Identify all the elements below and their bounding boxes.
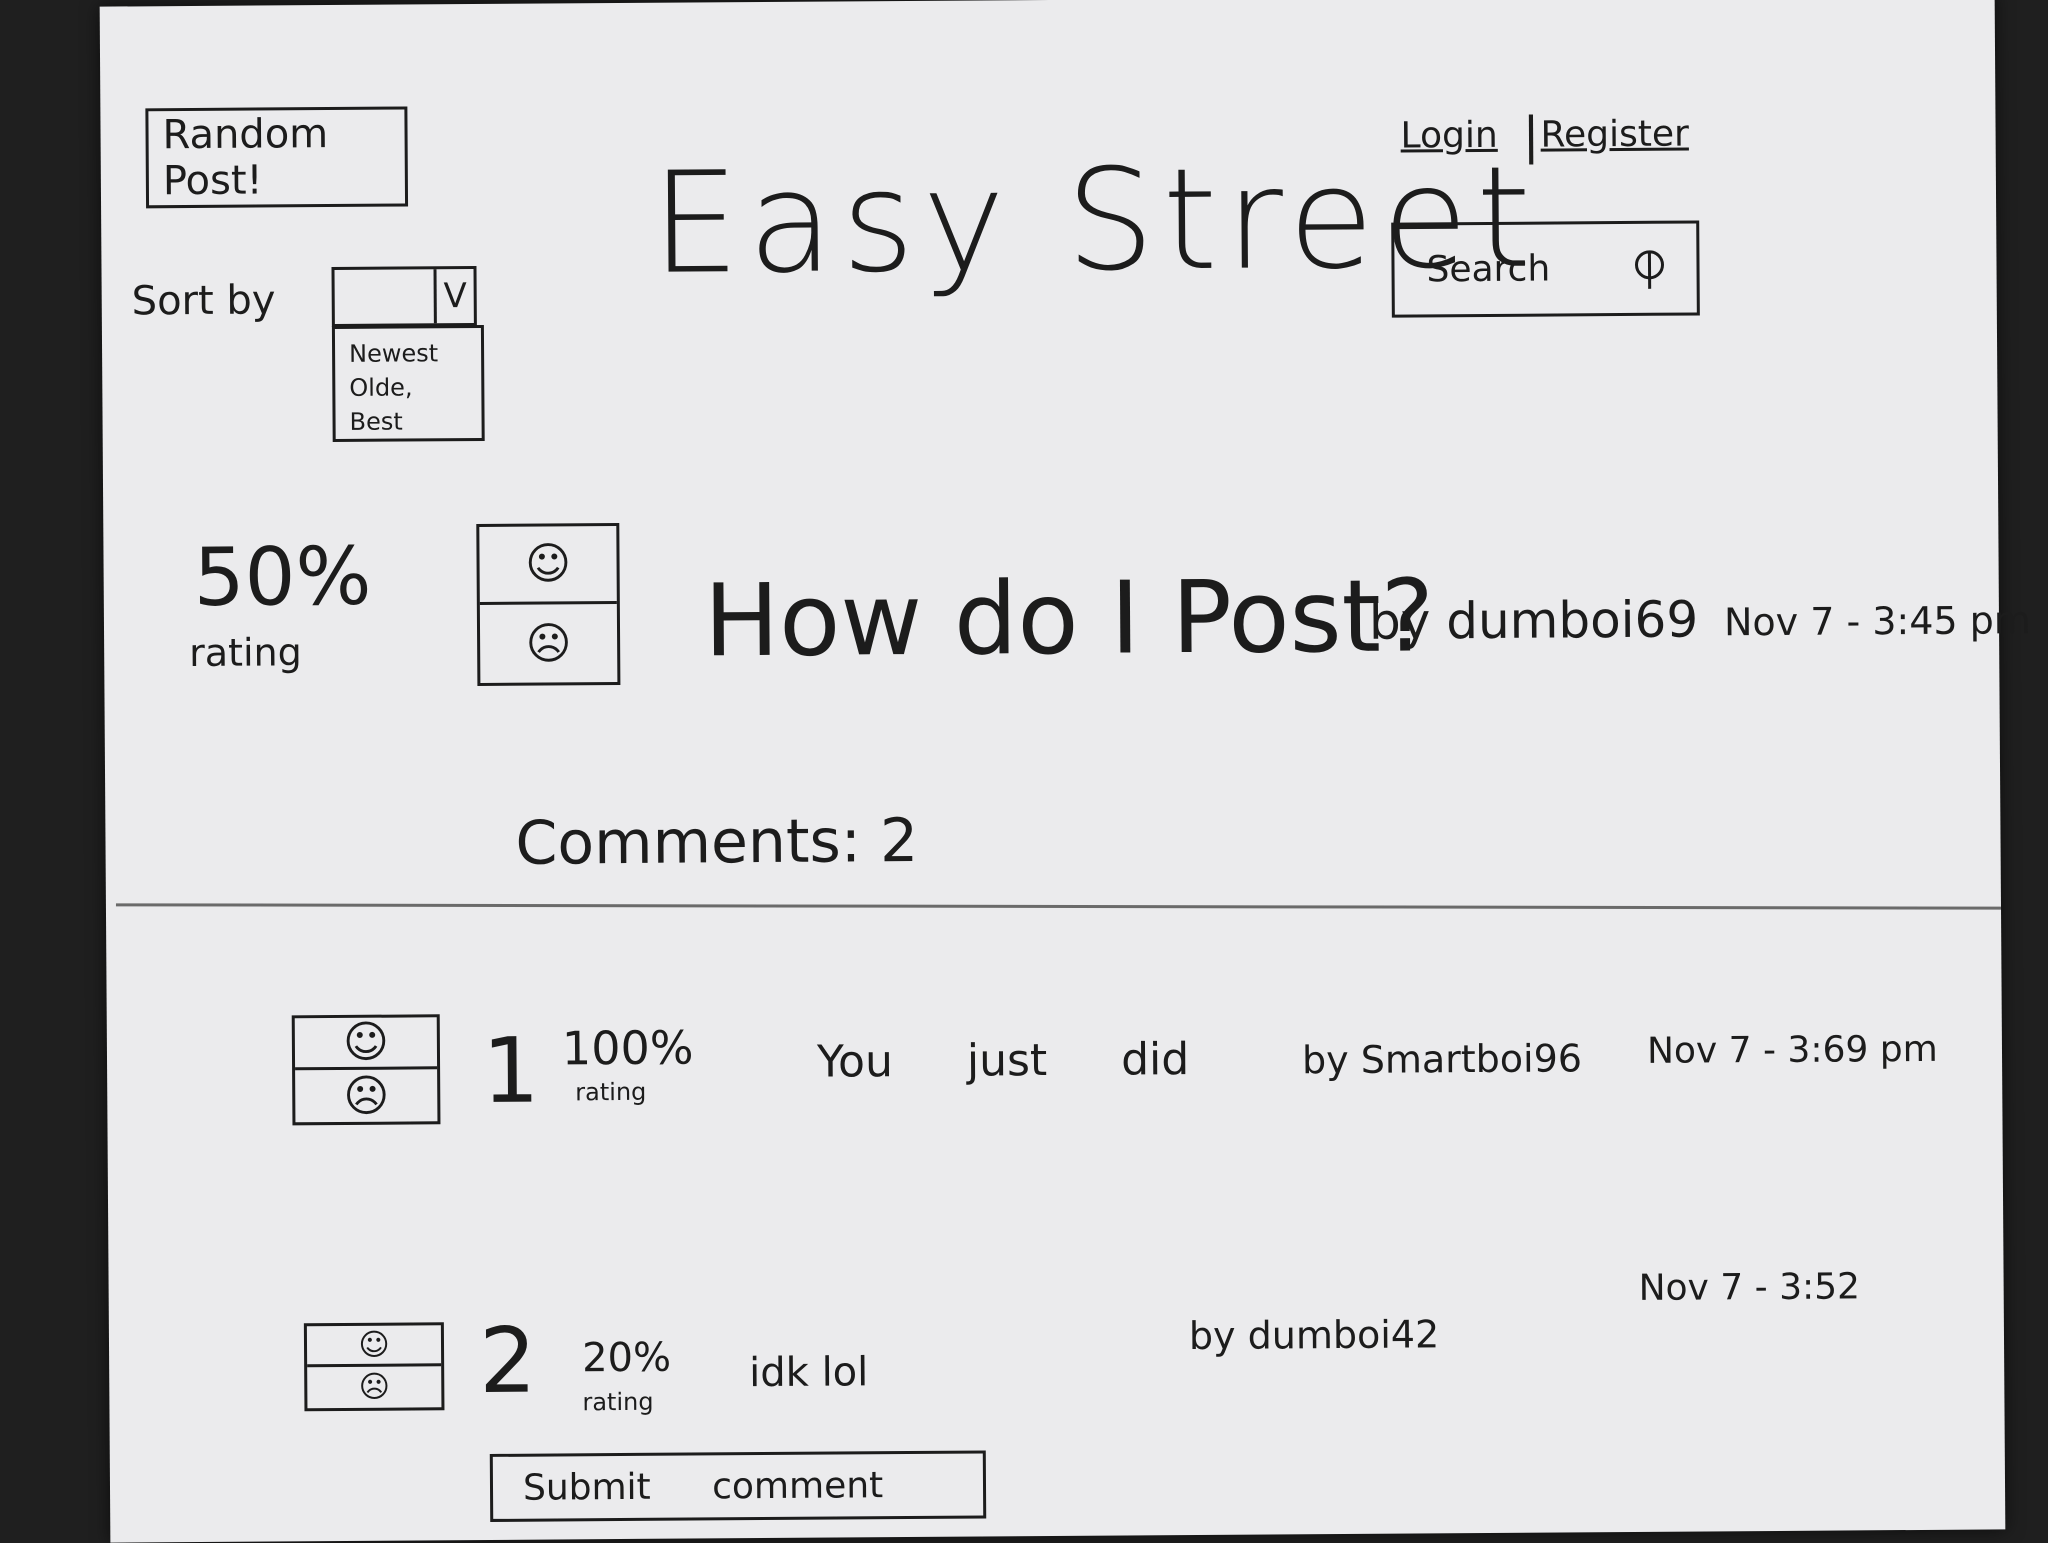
post-author[interactable]: by dumboi69 [1369, 590, 1699, 650]
smiley-icon: ☺ [343, 1017, 389, 1068]
sort-option-best[interactable]: Best [349, 404, 467, 439]
comment-rating-label: rating [575, 1078, 646, 1106]
sort-options-list: Newest Olde, Best [332, 325, 485, 442]
post-rating-label: rating [189, 630, 302, 675]
sort-option-oldest[interactable]: Olde, [349, 370, 467, 405]
search-input[interactable] [1424, 247, 1598, 291]
smiley-icon: ☺ [525, 538, 571, 589]
comment-author[interactable]: by dumboi42 [1189, 1312, 1440, 1358]
upvote-button[interactable]: ☺ [307, 1325, 441, 1367]
submit-comment-button[interactable]: Submit comment [490, 1450, 986, 1521]
sort-dropdown[interactable]: V [331, 266, 476, 327]
comment-number: 1 [482, 1019, 540, 1124]
post-timestamp: Nov 7 - 3:45 pm [1724, 598, 2031, 644]
comment-vote-widget: ☺ ☹ [304, 1322, 445, 1411]
comment-text: idk lol [749, 1349, 868, 1396]
sort-label: Sort by [132, 277, 276, 324]
upvote-button[interactable]: ☺ [479, 526, 617, 605]
comment-author[interactable]: by Smartboi96 [1302, 1036, 1582, 1082]
smiley-icon: ☺ [358, 1327, 390, 1362]
upvote-button[interactable]: ☺ [295, 1017, 437, 1070]
random-post-button[interactable]: Random Post! [145, 106, 408, 208]
post-rating: 50% [193, 530, 371, 624]
comment-timestamp: Nov 7 - 3:69 pm [1647, 1029, 1938, 1072]
comment-number: 2 [479, 1309, 537, 1414]
register-link[interactable]: Register [1540, 114, 1689, 156]
search-icon[interactable] [1632, 246, 1666, 290]
frown-icon: ☹ [359, 1370, 391, 1405]
downvote-button[interactable]: ☹ [295, 1069, 437, 1122]
comment-rating: 20% [582, 1335, 671, 1382]
dropdown-arrow-icon[interactable]: V [434, 269, 474, 323]
login-register-separator: | [1522, 107, 1539, 165]
comments-count: Comments: 2 [515, 806, 918, 879]
divider [116, 903, 2001, 909]
comment-vote-widget: ☺ ☹ [292, 1014, 441, 1125]
downvote-button[interactable]: ☹ [480, 604, 618, 683]
post-title[interactable]: How do I Post? [704, 557, 1435, 679]
downvote-button[interactable]: ☹ [307, 1366, 441, 1408]
frown-icon: ☹ [343, 1070, 389, 1121]
paper-sheet: Random Post! Sort by V Newest Olde, Best… [100, 0, 2006, 1543]
comment-timestamp: Nov 7 - 3:52 [1639, 1266, 1861, 1309]
post-vote-widget: ☺ ☹ [476, 523, 620, 686]
comment-rating-label: rating [582, 1388, 653, 1416]
sort-option-newest[interactable]: Newest [349, 336, 467, 371]
login-link[interactable]: Login [1400, 115, 1497, 157]
frown-icon: ☹ [526, 618, 572, 669]
search-box [1391, 220, 1700, 317]
comment-rating: 100% [562, 1021, 694, 1076]
comment-text: You just did [817, 1034, 1190, 1088]
